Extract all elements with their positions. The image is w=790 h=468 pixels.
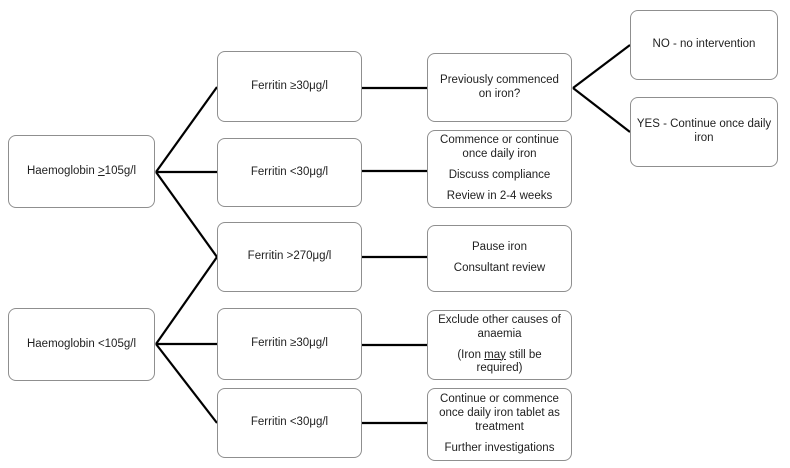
- node-pause-iron: Pause iron Consultant review: [427, 225, 572, 292]
- node-label: Haemoglobin >105g/l: [26, 164, 137, 177]
- node-ferritin-lt30-top: Ferritin <30μg/l: [217, 138, 362, 207]
- connector-hblow-fer5: [155, 343, 218, 424]
- node-haemoglobin-low: Haemoglobin <105g/l: [8, 308, 155, 381]
- connector-act1-no: [572, 44, 631, 89]
- connector-act1-yes: [572, 87, 631, 133]
- node-line: Exclude other causes of anaemia: [438, 313, 561, 340]
- node-line: Pause iron: [472, 241, 527, 254]
- node-label: Ferritin ≥30μg/l: [251, 79, 328, 92]
- node-ferritin-ge30-top: Ferritin ≥30μg/l: [217, 51, 362, 122]
- node-exclude-other-causes: Exclude other causes of anaemia (Iron ma…: [427, 310, 572, 380]
- node-continue-commence-iron: Continue or commence once daily iron tab…: [427, 388, 572, 461]
- node-label: Previously commenced on iron?: [440, 73, 559, 100]
- node-label: Ferritin <30μg/l: [250, 165, 329, 178]
- node-line: Continue or commence once daily iron tab…: [439, 393, 560, 433]
- node-ferritin-gt270: Ferritin >270μg/l: [217, 222, 362, 292]
- node-label: Haemoglobin <105g/l: [26, 337, 136, 350]
- node-label: Ferritin >270μg/l: [247, 250, 332, 263]
- node-commence-continue-iron: Commence or continue once daily iron Dis…: [427, 130, 572, 208]
- node-ferritin-ge30-bottom: Ferritin ≥30μg/l: [217, 308, 362, 380]
- node-label: Ferritin ≥30μg/l: [251, 337, 328, 350]
- node-line: (Iron may still be required): [457, 348, 542, 375]
- node-yes-continue-iron: YES - Continue once daily iron: [630, 97, 778, 167]
- node-label: YES - Continue once daily iron: [636, 118, 772, 144]
- node-previously-commenced: Previously commenced on iron?: [427, 53, 572, 122]
- node-label: Ferritin <30μg/l: [250, 416, 329, 429]
- connector-hbhigh-fer3: [155, 171, 218, 258]
- node-line: Discuss compliance: [448, 169, 551, 181]
- node-ferritin-lt30-bottom: Ferritin <30μg/l: [217, 388, 362, 458]
- node-line: Consultant review: [453, 262, 546, 274]
- node-line: Further investigations: [444, 441, 555, 454]
- connector-hbhigh-fer1: [155, 86, 218, 173]
- node-label: NO - no intervention: [652, 38, 756, 51]
- node-haemoglobin-high: Haemoglobin >105g/l: [8, 135, 155, 208]
- node-line: Review in 2-4 weeks: [446, 189, 553, 202]
- connector-hblow-fer3: [155, 256, 218, 345]
- node-line: Commence or continue once daily iron: [440, 134, 559, 161]
- node-no-intervention: NO - no intervention: [630, 10, 778, 80]
